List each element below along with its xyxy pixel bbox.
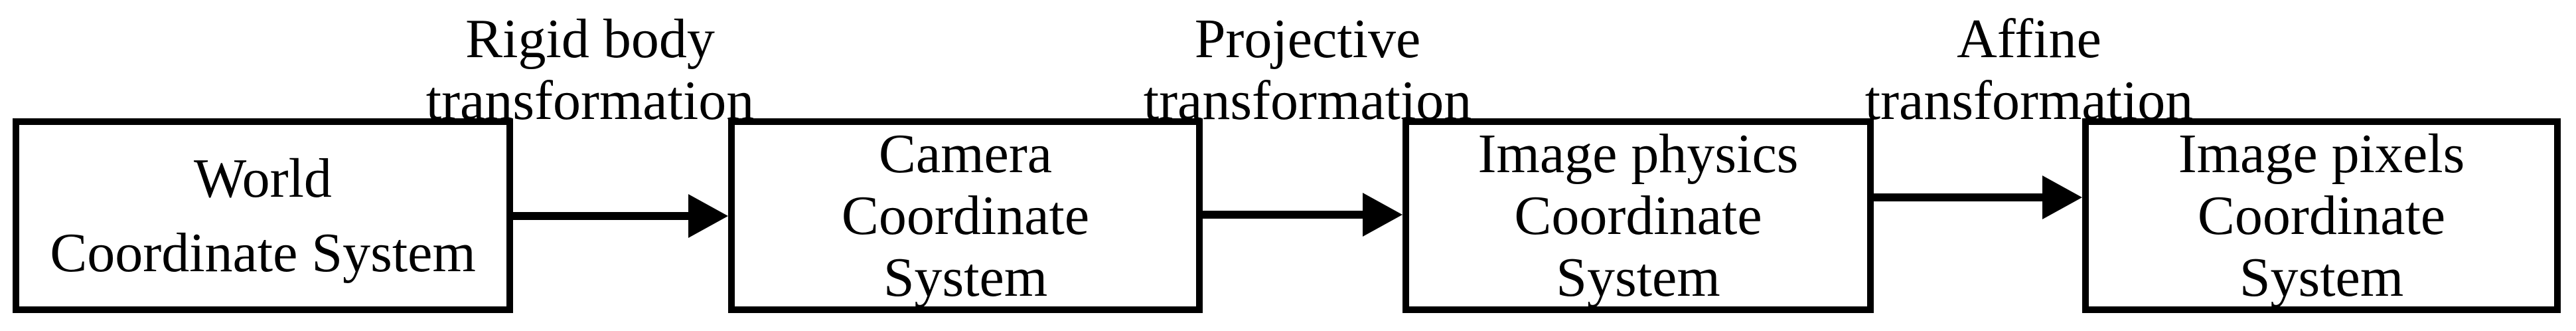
node-image-physics-coordinate-system: Image physics Coordinate System <box>1402 118 1874 313</box>
node-text-line: System <box>2239 247 2404 308</box>
node-text-line: Coordinate <box>1514 185 1762 247</box>
arrow-head-icon <box>1363 193 1402 237</box>
node-text-line: Image pixels <box>2178 123 2465 185</box>
node-text-line: Coordinate System <box>50 221 476 284</box>
edge-label-affine-transformation: Affine transformation <box>1865 8 2194 132</box>
edge-label-line: Rigid body <box>465 8 715 70</box>
node-text: World Coordinate System <box>50 142 476 290</box>
node-camera-coordinate-system: Camera Coordinate System <box>728 118 1203 313</box>
arrow-shaft <box>1874 193 2042 201</box>
edge-label-line: Affine <box>1957 8 2101 70</box>
arrow-head-icon <box>2042 175 2082 219</box>
node-text-line: Image physics <box>1477 123 1799 185</box>
arrow-shaft <box>513 212 688 220</box>
node-text-line: System <box>883 247 1048 308</box>
node-text-line: World <box>194 147 332 209</box>
node-text-line: System <box>1556 247 1720 308</box>
node-text-line: Coordinate <box>841 185 1090 247</box>
edge-label-rigid-body-transformation: Rigid body transformation <box>426 8 755 132</box>
node-text: Camera Coordinate System <box>842 123 1089 308</box>
edge-label-line: Projective <box>1194 8 1421 70</box>
arrow-head-icon <box>688 194 728 238</box>
node-world-coordinate-system: World Coordinate System <box>13 118 513 313</box>
node-text-line: Camera <box>878 123 1053 185</box>
edge-label-projective-transformation: Projective transformation <box>1144 8 1472 132</box>
node-image-pixels-coordinate-system: Image pixels Coordinate System <box>2082 118 2561 313</box>
arrow-shaft <box>1203 211 1363 219</box>
node-text: Image physics Coordinate System <box>1478 123 1799 308</box>
node-text-line: Coordinate <box>2197 185 2446 247</box>
node-text: Image pixels Coordinate System <box>2178 123 2465 308</box>
